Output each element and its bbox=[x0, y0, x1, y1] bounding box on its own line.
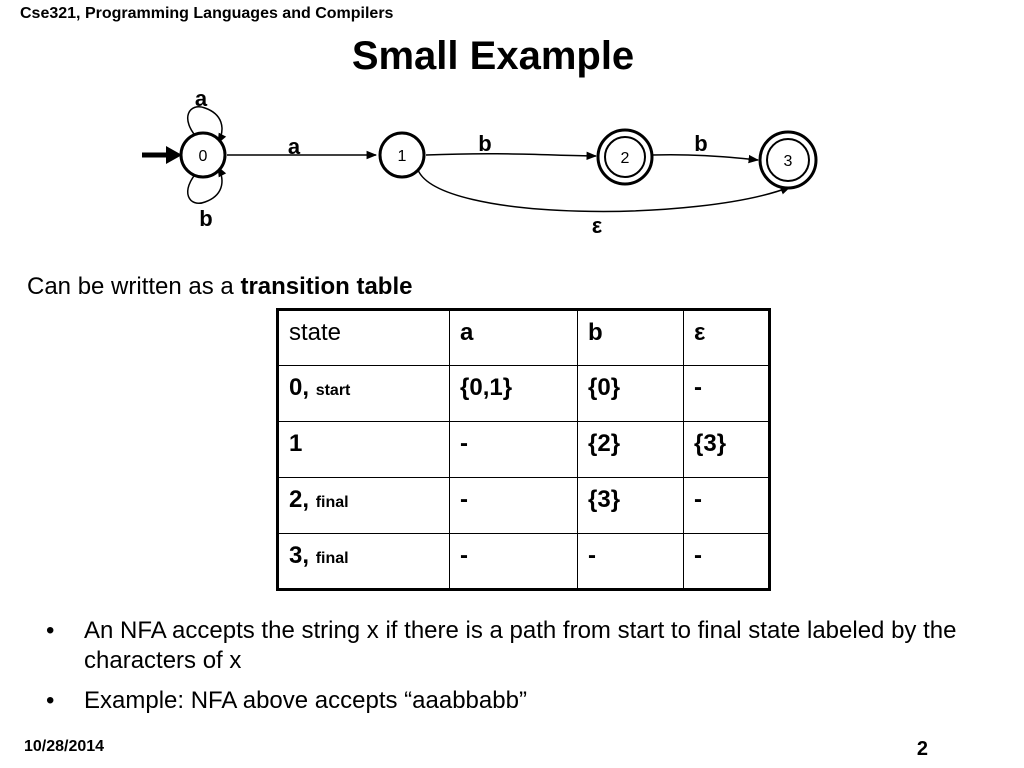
bullet-item: An NFA accepts the string x if there is … bbox=[40, 616, 980, 676]
state-3-label: 3 bbox=[784, 153, 793, 170]
state-value: 0, bbox=[289, 374, 310, 401]
cell-a: - bbox=[449, 533, 578, 590]
label-edge-2-3: b bbox=[694, 131, 707, 156]
transition-table: state a b ε 0, start {0,1} {0} - 1 - {2}… bbox=[276, 308, 771, 591]
start-arrow bbox=[142, 146, 182, 164]
edge-2-3 bbox=[651, 153, 760, 164]
state-3: 3 bbox=[758, 130, 818, 190]
cell-state: 3, final bbox=[277, 533, 450, 590]
cell-state: 1 bbox=[277, 421, 450, 478]
cell-b: - bbox=[577, 533, 684, 590]
footer-date: 10/28/2014 bbox=[24, 738, 105, 755]
state-value: 1 bbox=[289, 430, 303, 457]
state-2: 2 bbox=[596, 128, 654, 186]
page-number: 2 bbox=[916, 738, 928, 760]
state-0: 0 bbox=[179, 131, 227, 179]
cell-b: {3} bbox=[577, 477, 684, 534]
label-edge-0-1: a bbox=[288, 134, 301, 159]
nfa-diagram: 0 1 2 3 a b a b b ε bbox=[142, 86, 818, 238]
cell-epsilon: - bbox=[683, 365, 770, 422]
state-2-label: 2 bbox=[621, 150, 630, 167]
slide-title: Small Example bbox=[351, 34, 635, 78]
bullet-list: An NFA accepts the string x if there is … bbox=[40, 616, 980, 726]
table-row: 1 - {2} {3} bbox=[277, 421, 770, 478]
cell-a: - bbox=[449, 421, 578, 478]
lead-text-bold: transition table bbox=[240, 273, 413, 300]
slide-header: Cse321, Programming Languages and Compil… bbox=[20, 5, 394, 22]
cell-b: {2} bbox=[577, 421, 684, 478]
state-1: 1 bbox=[378, 131, 426, 179]
state-1-label: 1 bbox=[398, 148, 407, 165]
state-note: final bbox=[315, 550, 349, 567]
label-loop-b: b bbox=[199, 206, 212, 231]
edge-1-3 bbox=[417, 169, 791, 213]
table-row: 0, start {0,1} {0} - bbox=[277, 365, 770, 422]
state-note: start bbox=[315, 382, 351, 399]
edge-1-2 bbox=[425, 151, 598, 161]
cell-epsilon: {3} bbox=[683, 421, 770, 478]
cell-state: 2, final bbox=[277, 477, 450, 534]
self-loop-b bbox=[187, 166, 227, 204]
table-header-row: state a b ε bbox=[277, 309, 770, 366]
header-epsilon: ε bbox=[683, 309, 770, 366]
cell-b: {0} bbox=[577, 365, 684, 422]
bullet-item: Example: NFA above accepts “aaabbabb” bbox=[40, 686, 980, 716]
table-row: 3, final - - - bbox=[277, 533, 770, 590]
state-note: final bbox=[315, 494, 349, 511]
header-b: b bbox=[577, 309, 684, 366]
cell-state: 0, start bbox=[277, 365, 450, 422]
state-0-label: 0 bbox=[199, 148, 208, 165]
label-loop-a: a bbox=[195, 86, 208, 111]
cell-a: - bbox=[449, 477, 578, 534]
state-value: 2, bbox=[289, 486, 310, 513]
header-state: state bbox=[277, 309, 450, 366]
label-edge-1-2: b bbox=[478, 131, 491, 156]
table-row: 2, final - {3} - bbox=[277, 477, 770, 534]
lead-text-plain: Can be written as a bbox=[27, 273, 241, 300]
self-loop-a bbox=[187, 106, 227, 144]
state-value: 3, bbox=[289, 542, 310, 569]
label-edge-1-3: ε bbox=[592, 213, 603, 238]
cell-epsilon: - bbox=[683, 477, 770, 534]
cell-a: {0,1} bbox=[449, 365, 578, 422]
cell-epsilon: - bbox=[683, 533, 770, 590]
lead-text: Can be written as a transition table bbox=[27, 273, 412, 301]
header-a: a bbox=[449, 309, 578, 366]
